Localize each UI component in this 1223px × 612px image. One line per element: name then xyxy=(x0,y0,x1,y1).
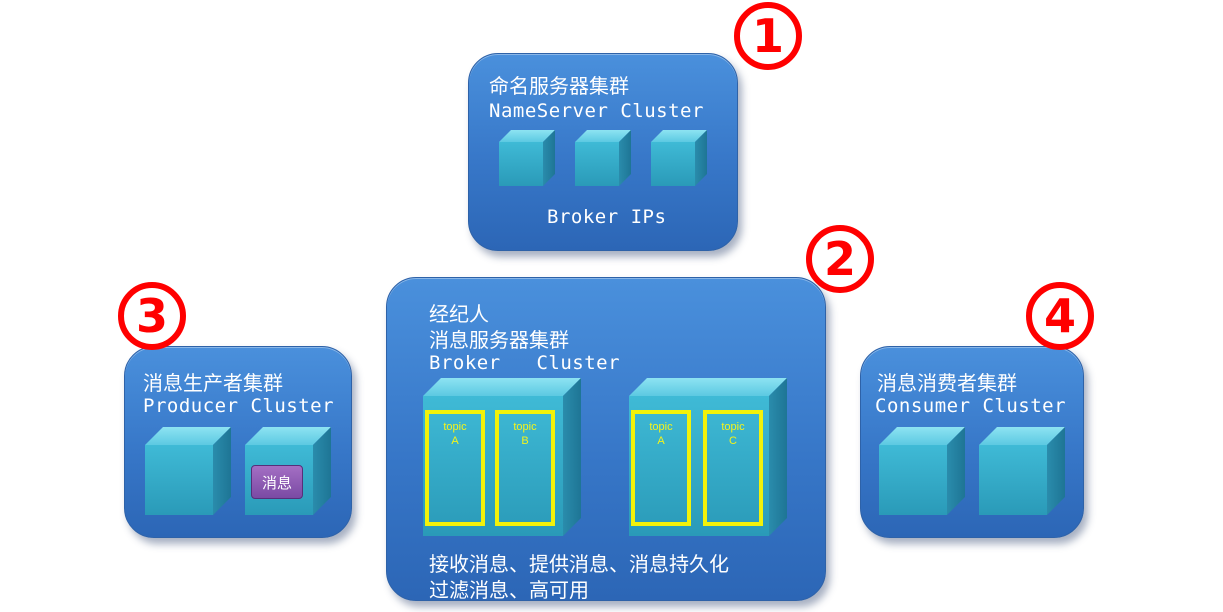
topic-box-left-b: topic B xyxy=(495,410,555,526)
badge-4: 4 xyxy=(1026,282,1094,350)
topic-name: B xyxy=(521,435,529,447)
broker-title-line2: 消息服务器集群 xyxy=(429,328,569,352)
nameserver-cluster-panel: 命名服务器集群 NameServer Cluster Broker IPs xyxy=(468,53,738,251)
broker-title-en: Broker Cluster xyxy=(429,352,621,374)
consumer-cluster-panel: 消息消费者集群 Consumer Cluster xyxy=(860,346,1084,538)
badge-1: 1 xyxy=(734,2,802,70)
badge-2: 2 xyxy=(806,225,874,293)
topic-box-right-c: topic C xyxy=(703,410,763,526)
badge-3: 3 xyxy=(118,282,186,350)
nameserver-title-cn: 命名服务器集群 xyxy=(489,74,629,98)
topic-label: topic xyxy=(721,421,745,433)
broker-node-left xyxy=(423,378,581,536)
nameserver-node-1 xyxy=(499,130,555,186)
nameserver-node-3 xyxy=(651,130,707,186)
topic-name: A xyxy=(451,435,459,447)
consumer-node-2 xyxy=(979,427,1065,515)
consumer-title-cn: 消息消费者集群 xyxy=(877,371,1017,395)
consumer-title-en: Consumer Cluster xyxy=(875,395,1067,417)
message-chip: 消息 xyxy=(251,465,303,499)
broker-features-line2: 过滤消息、高可用 xyxy=(429,578,589,602)
producer-cluster-panel: 消息生产者集群 Producer Cluster 消息 xyxy=(124,346,352,538)
nameserver-node-2 xyxy=(575,130,631,186)
topic-label: topic xyxy=(443,421,467,433)
producer-title-en: Producer Cluster xyxy=(143,395,335,417)
producer-title-cn: 消息生产者集群 xyxy=(143,371,283,395)
consumer-node-1 xyxy=(879,427,965,515)
broker-node-right xyxy=(629,378,787,536)
topic-name: C xyxy=(729,435,737,447)
topic-box-left-a: topic A xyxy=(425,410,485,526)
broker-cluster-panel: 经纪人 消息服务器集群 Broker Cluster topic A topic… xyxy=(386,277,826,602)
topic-name: A xyxy=(657,435,665,447)
topic-label: topic xyxy=(649,421,673,433)
broker-title-line1: 经纪人 xyxy=(429,302,489,326)
topic-label: topic xyxy=(513,421,537,433)
nameserver-broker-ips-label: Broker IPs xyxy=(547,206,667,228)
nameserver-title-en: NameServer Cluster xyxy=(489,100,704,122)
topic-box-right-a: topic A xyxy=(631,410,691,526)
broker-features-line1: 接收消息、提供消息、消息持久化 xyxy=(429,552,729,576)
producer-node-1 xyxy=(145,427,231,515)
